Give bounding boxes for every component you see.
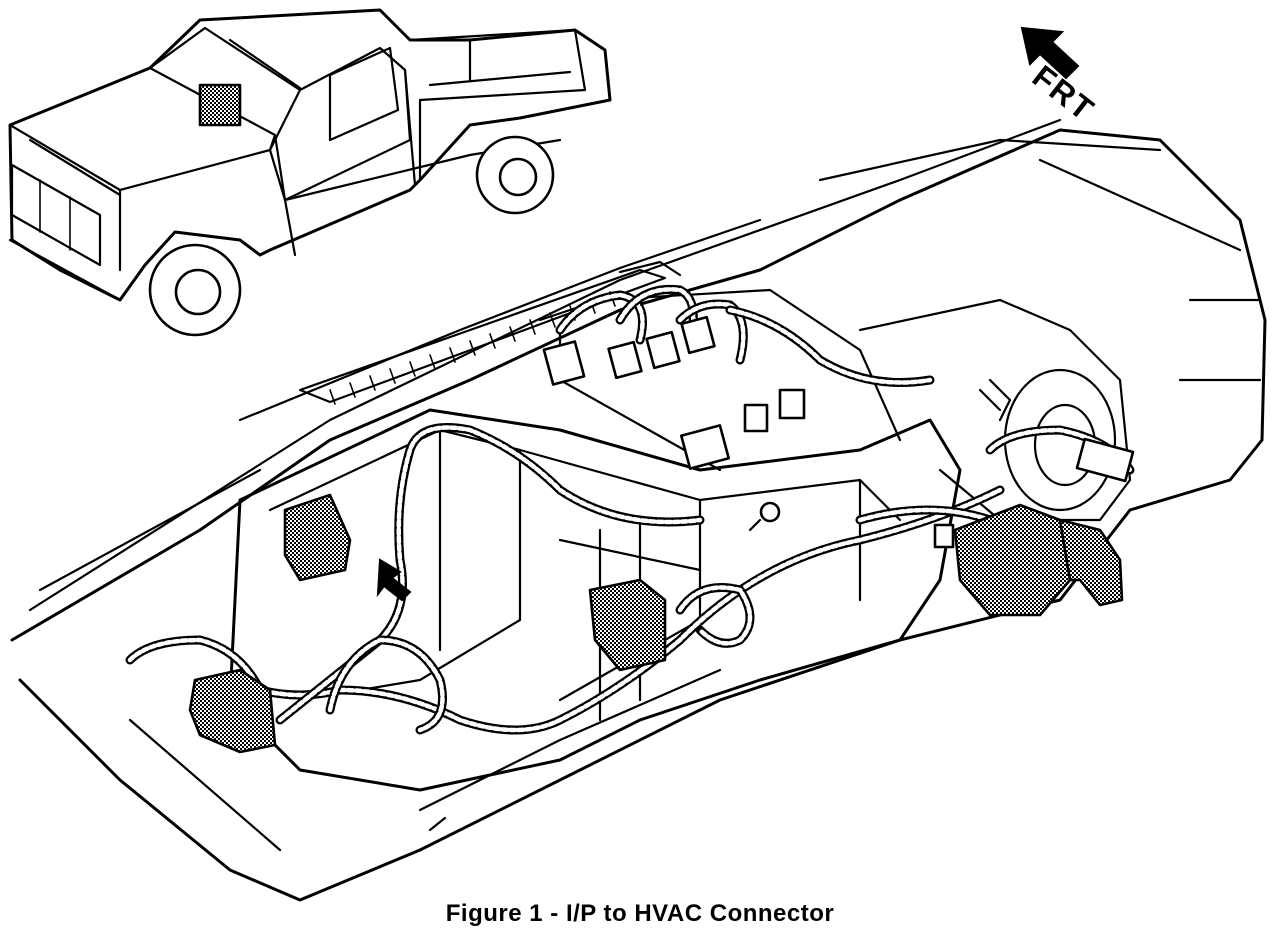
instrument-panel-outline — [10, 118, 1267, 902]
i-p-to-hvac-connector — [283, 493, 352, 582]
figure-caption: Figure 1 - I/P to HVAC Connector — [445, 900, 835, 927]
pickup-truck-locator-icon — [8, 8, 612, 337]
shaded-components — [188, 493, 1124, 754]
defroster-vent — [298, 260, 682, 405]
mode-door-actuator — [188, 668, 277, 754]
harness-connectors — [542, 315, 1135, 549]
blower-motor — [1058, 518, 1124, 607]
connector-pointer-arrow-icon — [376, 558, 412, 602]
blower-motor-resistor — [953, 503, 1072, 617]
wiring-harness — [125, 284, 1135, 735]
blend-door-actuator — [588, 578, 667, 672]
front-direction-arrow-icon — [1020, 26, 1080, 80]
